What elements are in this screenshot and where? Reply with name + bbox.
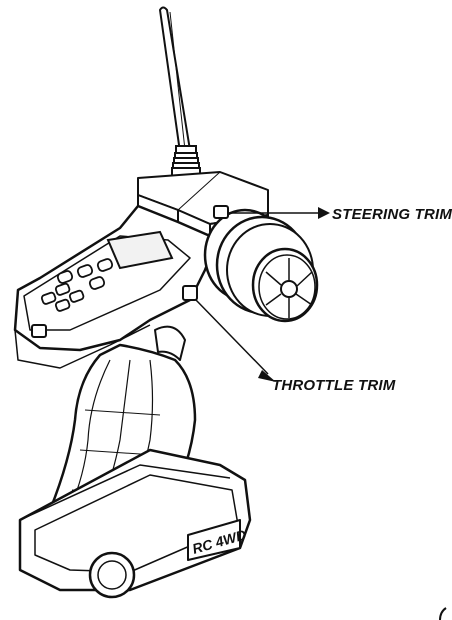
wheel-hub (280, 280, 298, 298)
transmitter-base (18, 448, 252, 599)
button-cluster (40, 258, 114, 312)
dpad-left (40, 291, 57, 305)
power-switch (31, 324, 47, 338)
lcd-screen (106, 230, 174, 270)
throttle-trim-label: THROTTLE TRIM (272, 377, 396, 394)
menu-button-1 (56, 270, 74, 284)
menu-button-3 (96, 258, 114, 272)
dpad-up (54, 282, 71, 296)
throttle-trim-knob (182, 285, 198, 301)
dpad-right (68, 289, 85, 303)
menu-button-2 (76, 264, 94, 278)
steering-trim-arrowhead (318, 207, 330, 219)
throttle-trim-callout: THROTTLE TRIM (195, 299, 396, 394)
steering-trim-callout: STEERING TRIM (228, 206, 452, 223)
steering-trim-label: STEERING TRIM (332, 206, 452, 223)
edge-fragment (439, 607, 447, 620)
steering-wheel (203, 208, 319, 323)
steering-trim-knob (213, 205, 229, 219)
throttle-trim-leader (195, 299, 269, 375)
throttle-trim-arrowhead (258, 370, 276, 382)
antenna (158, 6, 201, 177)
menu-button-4 (88, 276, 106, 290)
dpad-down (54, 298, 71, 312)
